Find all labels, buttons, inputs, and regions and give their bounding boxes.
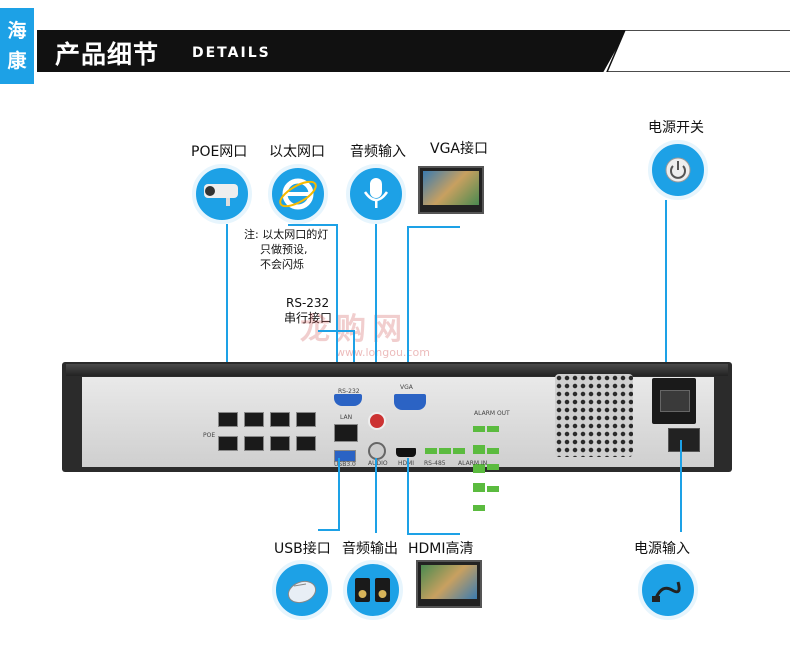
poe-port-label: POE (203, 432, 216, 439)
note-line-1: 注: 以太网口的灯 (244, 228, 329, 241)
ie-icon (279, 178, 317, 210)
label-power-switch: 电源开关 (648, 120, 704, 136)
poe-port (244, 412, 264, 427)
line-vga-v (407, 226, 409, 396)
line-power-switch (665, 200, 667, 410)
label-audio-in: 音频输入 (350, 144, 406, 160)
rs232-label: RS-232 串行接口 (284, 296, 332, 326)
audio-in-icon-circle (346, 164, 406, 224)
page-subtitle: DETAILS (192, 45, 271, 61)
alarm-in-terminals (472, 440, 506, 516)
ethernet-icon-circle (268, 164, 328, 224)
audio-out-icon-circle (343, 560, 403, 620)
line-hdmi-h (407, 533, 460, 535)
vga-port-label: VGA (400, 384, 413, 391)
hdmi-monitor-icon (416, 560, 482, 608)
label-audio-out: 音频输出 (342, 541, 398, 557)
lan-port-label: LAN (340, 414, 353, 421)
hdmi-port-label: HDMI (398, 460, 414, 467)
label-power-in: 电源输入 (634, 541, 690, 557)
usb-port-label: USB3.0 (334, 461, 356, 468)
poe-port (270, 412, 290, 427)
audio-out-jack (368, 442, 386, 460)
label-hdmi: HDMI高清 (408, 541, 474, 557)
power-cable-icon (652, 581, 681, 602)
lan-port (334, 424, 358, 442)
rs485-label: RS-485 (424, 460, 446, 467)
mouse-icon (287, 580, 317, 604)
audio-port-label: AUDIO (368, 460, 388, 467)
monitor-icon (418, 166, 484, 214)
poe-port (218, 412, 238, 427)
line-vga-h (407, 226, 460, 228)
line-rs232-h (318, 330, 354, 332)
hdmi-port (396, 448, 416, 457)
poe-icon-circle (192, 164, 252, 224)
rs232-line-2: 串行接口 (284, 311, 333, 325)
poe-port (296, 412, 316, 427)
watermark-url: www.longou.com (336, 346, 430, 359)
power-switch (668, 428, 700, 452)
usb-icon-circle (272, 560, 332, 620)
brand-badge: 海 康 (0, 8, 34, 84)
line-usb-h (318, 529, 340, 531)
line-audio-out (375, 458, 377, 533)
line-power-in (680, 440, 682, 532)
brand-char-2: 康 (7, 50, 27, 72)
microphone-icon (363, 178, 389, 208)
alarm-in-label: ALARM IN (458, 460, 488, 467)
rs232-port (334, 394, 362, 406)
ethernet-note: 注: 以太网口的灯 只做预设, 不会闪烁 (244, 227, 328, 272)
poe-port (270, 436, 290, 451)
line-rs232-v (353, 330, 355, 388)
poe-port (218, 436, 238, 451)
camera-icon (204, 184, 238, 206)
header-slash (606, 30, 790, 72)
poe-port (296, 436, 316, 451)
poe-ports (218, 412, 322, 456)
header-bar (37, 30, 627, 72)
line-ethernet-h (288, 224, 336, 226)
line-hdmi-v (407, 458, 409, 534)
alarm-out-label: ALARM OUT (474, 410, 510, 417)
line-usb-v (338, 458, 340, 530)
audio-in-jack (368, 412, 386, 430)
vga-port (394, 394, 426, 410)
label-poe: POE网口 (191, 144, 248, 160)
fan-grille (555, 374, 633, 457)
label-ethernet: 以太网口 (269, 144, 325, 160)
device-top-edge (66, 364, 728, 376)
power-inlet-housing (652, 378, 696, 424)
label-vga: VGA接口 (430, 141, 489, 157)
power-in-icon-circle (638, 560, 698, 620)
speakers-icon (355, 578, 390, 602)
power-icon (665, 157, 691, 183)
note-line-2: 只做预设, (260, 243, 308, 256)
line-audio-in (375, 224, 377, 414)
line-poe (226, 224, 228, 414)
page-title: 产品细节 (55, 40, 160, 69)
poe-port (244, 436, 264, 451)
rs232-line-1: RS-232 (286, 296, 330, 310)
watermark-logo: 龙购网 (300, 304, 408, 348)
rs232-port-label: RS-232 (338, 388, 360, 395)
brand-char-1: 海 (7, 20, 27, 42)
label-usb: USB接口 (274, 541, 331, 557)
line-ethernet-v (336, 224, 338, 420)
rs485-terminals (424, 440, 472, 459)
note-line-3: 不会闪烁 (260, 258, 304, 271)
power-switch-icon-circle (648, 140, 708, 200)
